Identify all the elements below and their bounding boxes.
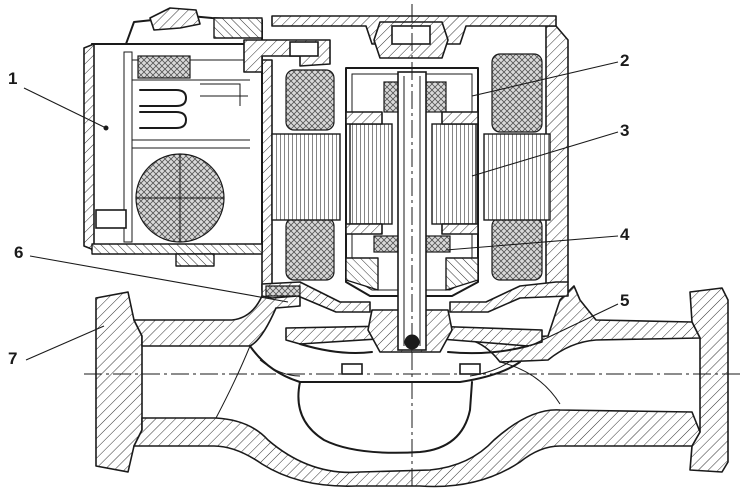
housing-upper-wall-left (133, 285, 301, 347)
cable-clamp (95, 209, 127, 229)
callout-labels: 1 2 3 4 5 6 7 (8, 51, 630, 368)
rotor (345, 81, 479, 291)
outlet-flange (689, 287, 729, 473)
inlet-inner-contour (215, 345, 251, 419)
volute-channel (249, 345, 521, 383)
callout-3: 3 (620, 121, 629, 140)
leader-1-dot (103, 125, 109, 131)
stator-lamination-left (271, 133, 341, 221)
rotor-can (345, 67, 479, 297)
motor-housing (261, 15, 569, 313)
callout-1: 1 (8, 69, 17, 88)
motor-can-outer-left (261, 59, 273, 291)
bearing-top-right (423, 81, 447, 113)
volute-lower-contour (297, 381, 473, 454)
stator-windings (285, 53, 543, 281)
terminal-box-cover-left (83, 43, 95, 251)
winding-top-left (285, 69, 335, 131)
board-component-top (137, 55, 191, 79)
o-ring-seal (265, 285, 301, 297)
circuit-board (123, 51, 133, 243)
connector-pin-block (289, 41, 319, 57)
motor-bottom-plate-right (449, 281, 569, 313)
leader-5 (529, 303, 619, 347)
terminal-box (83, 7, 331, 267)
volute-detail (259, 359, 513, 377)
winding-top-right (491, 53, 543, 133)
seal-ring (265, 285, 301, 297)
vent-plug-head (391, 25, 431, 45)
cable-gland (213, 17, 263, 39)
leader-6 (29, 255, 289, 303)
callout-5: 5 (620, 291, 629, 310)
stator-lamination-right (483, 133, 551, 221)
bearing-carrier (345, 257, 479, 291)
winding-bottom-left (285, 217, 335, 281)
leader-1 (23, 87, 107, 129)
outlet-inner-contour (499, 361, 561, 405)
stator-core (271, 133, 551, 221)
impeller-ring-right (459, 363, 481, 375)
callout-4: 4 (620, 225, 630, 244)
impeller-ring-left (341, 363, 363, 375)
housing-lower-wall (133, 409, 701, 488)
leader-3 (471, 131, 619, 177)
callout-6: 6 (14, 243, 23, 262)
bearing-bottom-left (373, 235, 401, 253)
impeller-vane-left (299, 343, 373, 354)
rotor-end-ring-top (345, 111, 479, 125)
terminal-springs (139, 89, 187, 129)
terminal-box-bottom (91, 243, 263, 255)
rotor-core-left (349, 123, 393, 225)
leader-7 (25, 325, 105, 361)
terminal-leads (200, 83, 248, 106)
terminal-switch (149, 7, 201, 31)
rotor-end-ring-bottom (345, 223, 479, 235)
rotor-core-right (431, 123, 477, 225)
mounting-foot (175, 253, 215, 267)
leader-4 (445, 235, 619, 251)
winding-bottom-right (491, 217, 543, 281)
callout-2: 2 (620, 51, 629, 70)
impeller-vane-right (447, 345, 529, 355)
leader-lines (23, 61, 619, 361)
callout-7: 7 (8, 349, 17, 368)
leader-2 (471, 61, 619, 97)
